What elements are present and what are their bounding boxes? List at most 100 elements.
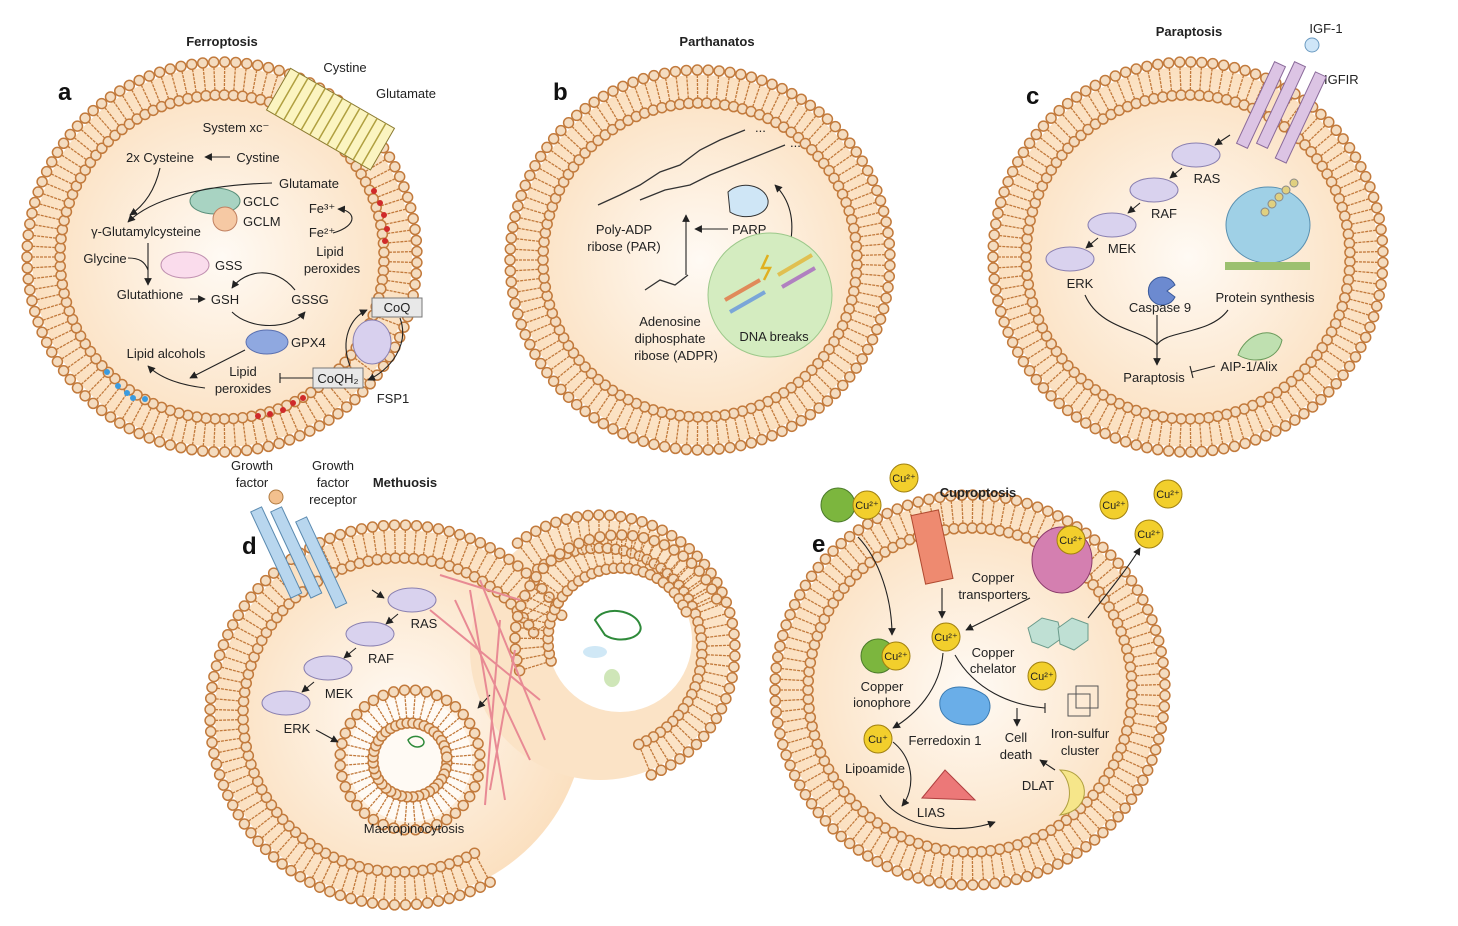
lipid-tail <box>990 854 995 879</box>
lipid-tail <box>1313 133 1333 150</box>
vesicle <box>604 669 620 687</box>
cell-b-cytoplasm <box>515 75 885 445</box>
lipid-head <box>1149 743 1162 756</box>
lipid-head <box>217 639 230 651</box>
lipid-head <box>21 240 34 252</box>
label-dlat: DLAT <box>1022 778 1054 793</box>
label-copper-ionophore-2: ionophore <box>853 695 911 710</box>
lipid-head <box>992 207 1004 219</box>
lipid-head <box>512 308 524 320</box>
lipid-head <box>1359 331 1372 344</box>
lipid-tail <box>321 547 333 570</box>
lipid-tail <box>268 583 287 602</box>
lipid-head <box>340 401 353 413</box>
lipid-head <box>401 191 414 204</box>
lipid-head <box>1023 137 1036 150</box>
lipid-tail <box>46 320 70 331</box>
lipid-head <box>656 524 668 536</box>
copper-ion-label: Cu²⁺ <box>1059 535 1083 547</box>
lipid-head <box>1349 151 1362 163</box>
lipid-tail <box>879 522 892 545</box>
lipid-head <box>407 212 419 225</box>
lipid-tail <box>1135 683 1160 686</box>
lipid-head <box>104 91 117 103</box>
lipid-tail <box>1136 416 1145 441</box>
lipid-head <box>512 560 524 572</box>
lipid-tail <box>1130 731 1155 739</box>
lipid-head <box>1370 300 1383 312</box>
lipid-tail <box>1008 851 1016 875</box>
lipid-head <box>788 769 801 782</box>
lipid-head <box>1185 56 1197 68</box>
lipid-head <box>1323 386 1335 398</box>
lipid-tail <box>33 275 58 280</box>
copper-transporter-ctr1 <box>910 509 954 585</box>
lipid-head <box>29 196 41 209</box>
lipid-head <box>891 503 904 515</box>
lipid-tail <box>447 734 471 745</box>
vesicle <box>583 646 607 658</box>
lipid-head <box>324 532 336 545</box>
lipid-tail <box>376 188 400 198</box>
lipid-head <box>819 815 832 827</box>
lipid-tail <box>1293 384 1310 404</box>
lipid-head <box>625 512 638 525</box>
lipid-head <box>786 87 798 100</box>
lipid-head <box>79 390 91 402</box>
lipid-head <box>821 113 834 125</box>
lipid-head <box>1315 108 1327 121</box>
lipid-tail <box>961 855 964 880</box>
lipid-tail <box>857 222 882 229</box>
lipid-tail <box>836 554 854 573</box>
lipid-tail <box>383 875 387 900</box>
lipid-head <box>524 338 536 351</box>
label-adpr-1: Adenosine <box>639 314 700 329</box>
lipid-head <box>29 305 41 318</box>
label-gpx4: GPX4 <box>291 335 326 350</box>
lipid-head <box>219 446 231 458</box>
lipid-tail <box>216 687 241 693</box>
raf-protein <box>345 621 395 647</box>
lipid-head <box>850 146 862 158</box>
lipid-tail <box>852 309 876 319</box>
lipid-head <box>536 582 548 595</box>
lipid-head <box>431 689 443 702</box>
lipid-tail <box>703 623 728 630</box>
lipid-head <box>345 892 357 905</box>
aip1-alix-protein <box>1237 332 1283 361</box>
ribosome-protein-synthesis-icon <box>1225 178 1311 270</box>
lipid-tail <box>1008 505 1016 529</box>
lipid-head <box>881 507 893 520</box>
lipid-head <box>627 432 639 444</box>
lipid-head <box>1330 377 1342 390</box>
lipid-head <box>583 533 596 546</box>
lipid-tail <box>841 172 864 185</box>
lipid-head <box>509 643 522 655</box>
lipid-tail <box>351 536 359 560</box>
lipid-tail <box>1334 168 1357 181</box>
lipid-head <box>1152 733 1165 745</box>
lipid-tail <box>686 710 707 726</box>
lipid-head <box>1157 711 1169 724</box>
lipid-tail <box>1124 621 1148 631</box>
lipid-head <box>519 179 532 192</box>
lipid-tail <box>375 704 390 726</box>
lipid-head <box>812 561 825 574</box>
lipid-tail <box>276 834 294 854</box>
lipid-head <box>472 770 484 783</box>
lipid-head <box>409 684 422 696</box>
lipid-head <box>230 56 242 69</box>
lightning-icon <box>760 254 773 281</box>
lipid-head <box>1159 689 1171 702</box>
lipid-tail <box>32 265 57 269</box>
lipid-head <box>1031 867 1044 879</box>
label-par-1: Poly-ADP <box>596 222 652 237</box>
lipid-tail <box>444 780 466 795</box>
panel-ferroptosis: Ferroptosis a Cystine Glutamate System x… <box>58 34 436 419</box>
lipid-head <box>1217 59 1230 72</box>
lipid-head <box>457 708 469 721</box>
lipid-head <box>861 343 874 356</box>
lipid-head <box>735 439 747 452</box>
lipid-head <box>1337 369 1349 381</box>
lipid-head <box>645 769 658 781</box>
